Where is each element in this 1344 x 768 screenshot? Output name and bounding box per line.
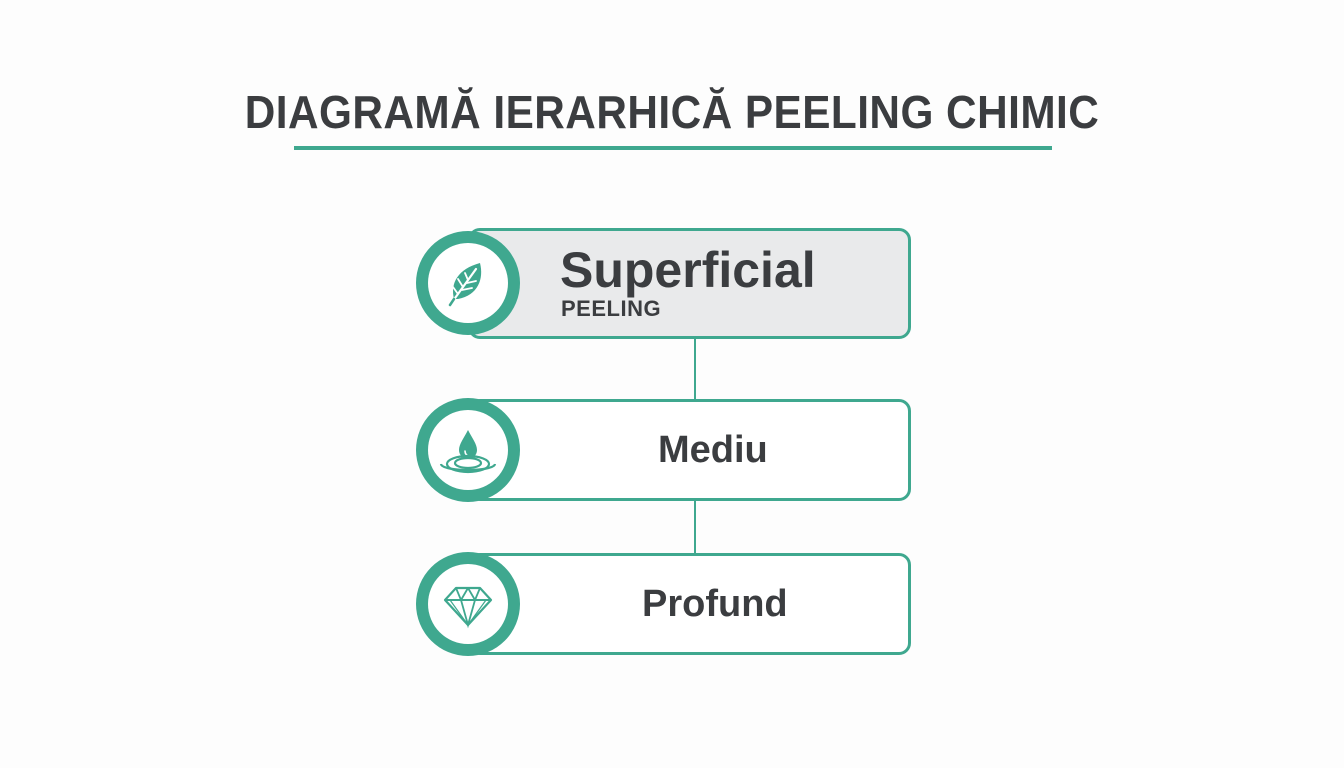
diagram-title: DIAGRAMĂ IERARHICĂ PEELING CHIMIC [244,86,1100,138]
connector-line [694,500,696,554]
leaf-icon [448,263,482,307]
level-box [468,399,911,501]
level-box [468,228,911,339]
level-node-superficial: Superficial PEELING [416,228,911,339]
level-icon-circle [416,398,520,502]
level-icon-circle [416,552,520,656]
level-box [468,553,911,655]
diamond-icon [443,586,493,629]
level-label: Profund [642,583,788,625]
connector-line [694,338,696,400]
level-icon-circle [416,231,520,335]
water-drop-icon [439,430,497,474]
title-underline [294,146,1052,150]
level-label: Superficial [560,242,816,298]
level-label: Mediu [658,429,768,471]
level-node-mediu: Mediu [416,398,911,502]
level-node-profund: Profund [416,552,911,656]
level-sublabel: PEELING [561,296,662,321]
